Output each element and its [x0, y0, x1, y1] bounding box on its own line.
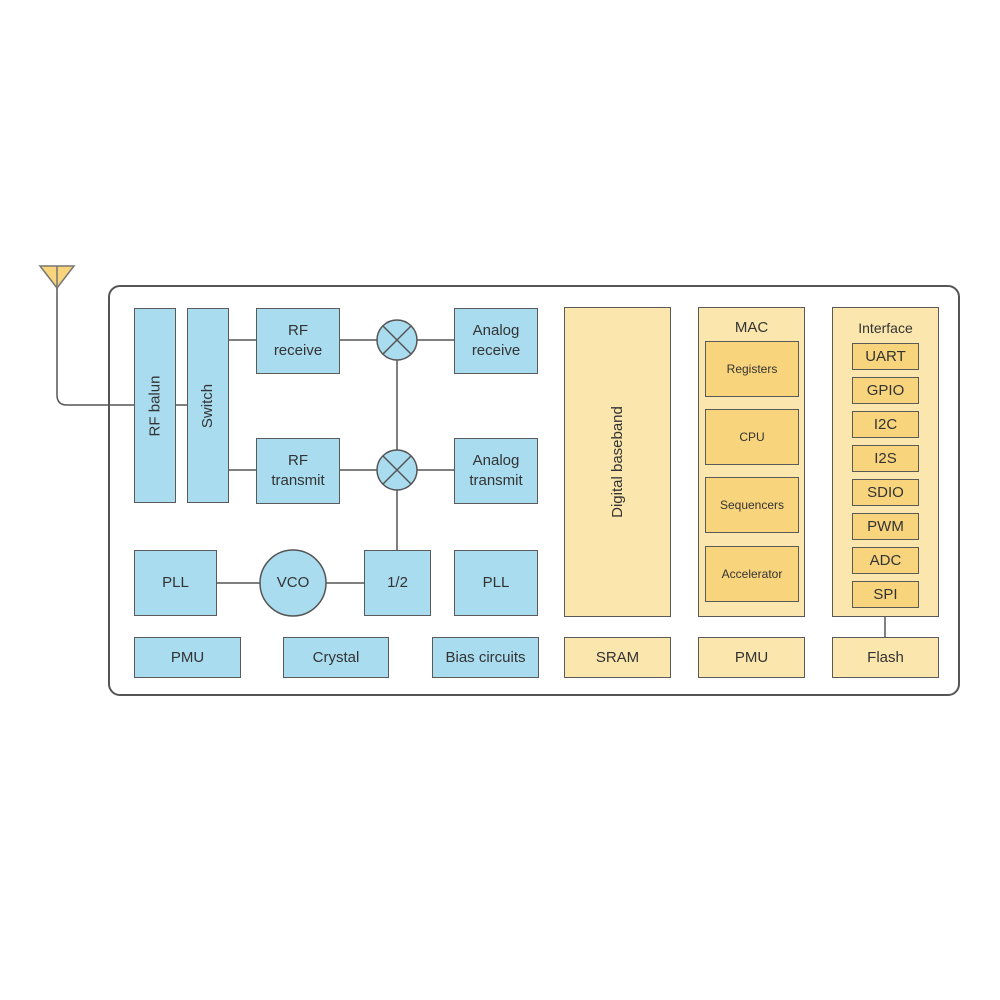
mac-cpu: CPU	[705, 409, 799, 465]
antenna-line	[56, 288, 134, 406]
rf-transmit: RF transmit	[256, 438, 340, 504]
pll-2: PLL	[454, 550, 538, 616]
switch: Switch	[187, 308, 229, 503]
analog-receive: Analog receive	[454, 308, 538, 374]
interface-pwm: PWM	[852, 513, 919, 540]
mac-sequencers: Sequencers	[705, 477, 799, 533]
vco-circle	[259, 549, 327, 617]
rf-balun: RF balun	[134, 308, 176, 503]
pmu-analog: PMU	[134, 637, 241, 678]
interface-uart: UART	[852, 343, 919, 370]
interface-i2s: I2S	[852, 445, 919, 472]
digital-baseband-label: Digital baseband	[608, 406, 626, 518]
interface-i2c: I2C	[852, 411, 919, 438]
vco: VCO	[276, 574, 310, 591]
mixer-icon	[376, 449, 418, 491]
interface-label: Interface	[858, 320, 913, 336]
pmu-digital: PMU	[698, 637, 805, 678]
mixer-icon	[376, 319, 418, 361]
interface-spi: SPI	[852, 581, 919, 608]
chip-boundary	[108, 285, 960, 696]
divider: 1/2	[364, 550, 431, 616]
mac-accelerator: Accelerator	[705, 546, 799, 602]
analog-transmit: Analog transmit	[454, 438, 538, 504]
crystal: Crystal	[283, 637, 389, 678]
pll: PLL	[134, 550, 217, 616]
mac-registers: Registers	[705, 341, 799, 397]
sram: SRAM	[564, 637, 671, 678]
rf-balun-label: RF balun	[146, 375, 163, 436]
interface-gpio: GPIO	[852, 377, 919, 404]
digital-baseband: Digital baseband	[564, 307, 671, 617]
mac-label: MAC	[734, 319, 769, 336]
flash: Flash	[832, 637, 939, 678]
bias-circuits: Bias circuits	[432, 637, 539, 678]
rf-receive: RF receive	[256, 308, 340, 374]
interface-sdio: SDIO	[852, 479, 919, 506]
switch-label: Switch	[199, 383, 216, 428]
interface-adc: ADC	[852, 547, 919, 574]
